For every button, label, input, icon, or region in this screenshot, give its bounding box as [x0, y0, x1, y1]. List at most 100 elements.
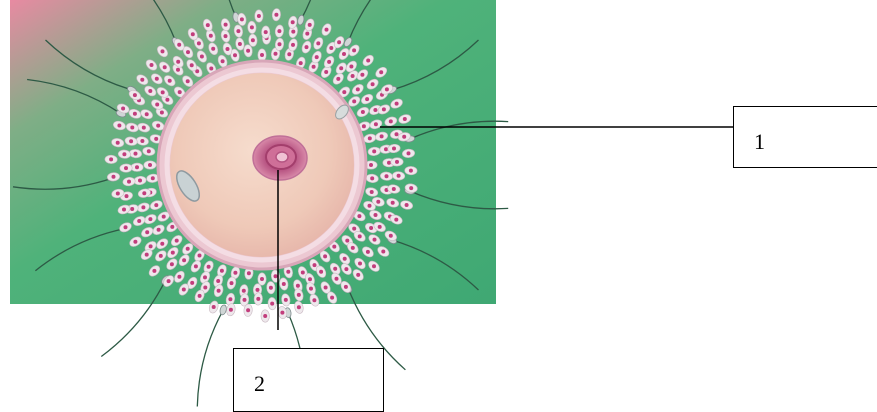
- follicle-cell-nucleus: [242, 289, 246, 293]
- follicle-cell-nucleus: [117, 124, 121, 128]
- follicle-cell-nucleus: [366, 250, 370, 254]
- follicle-cell-nucleus: [116, 141, 120, 145]
- follicle-cell-nucleus: [372, 149, 376, 153]
- follicle-cell-nucleus: [238, 42, 242, 46]
- label-2-text: 2: [254, 371, 265, 397]
- follicle-cell-nucleus: [256, 288, 260, 292]
- follicle-cell-nucleus: [358, 234, 362, 238]
- follicle-cell-nucleus: [226, 47, 230, 51]
- sperm-head: [219, 304, 227, 315]
- follicle-cell-nucleus: [133, 112, 137, 116]
- follicle-cell-nucleus: [148, 217, 152, 221]
- follicle-cell-nucleus: [159, 254, 163, 258]
- follicle-cell-nucleus: [356, 87, 360, 91]
- follicle-cell-nucleus: [246, 308, 250, 312]
- follicle-cell-nucleus: [403, 117, 407, 121]
- follicle-cell-nucleus: [344, 267, 348, 271]
- follicle-cell-nucleus: [315, 55, 319, 59]
- follicle-cell-nucleus: [165, 98, 169, 102]
- follicle-cell-nucleus: [382, 107, 386, 111]
- follicle-cell-nucleus: [282, 282, 286, 286]
- follicle-cell-nucleus: [352, 227, 356, 231]
- follicle-cell-nucleus: [372, 264, 376, 268]
- follicle-cell-nucleus: [247, 271, 251, 275]
- follicle-cell-nucleus: [137, 219, 141, 223]
- follicle-cell-nucleus: [374, 213, 378, 217]
- follicle-cell-nucleus: [313, 263, 317, 267]
- follicle-cell-nucleus: [270, 302, 274, 306]
- follicle-cell-nucleus: [305, 32, 309, 36]
- follicle-cell-nucleus: [122, 208, 126, 212]
- follicle-cell-nucleus: [186, 247, 190, 251]
- follicle-cell-nucleus: [374, 122, 378, 126]
- follicle-cell-nucleus: [135, 165, 139, 169]
- follicle-cell-nucleus: [280, 311, 284, 315]
- follicle-cell-nucleus: [349, 65, 353, 69]
- follicle-cell-nucleus: [152, 269, 156, 273]
- follicle-cell-nucleus: [162, 215, 166, 219]
- follicle-cell-nucleus: [333, 267, 337, 271]
- follicle-cell-nucleus: [190, 281, 194, 285]
- follicle-cell-nucleus: [155, 77, 159, 81]
- follicle-cell-nucleus: [409, 186, 413, 190]
- follicle-cell-nucleus: [142, 126, 146, 130]
- follicle-cell-nucleus: [358, 262, 362, 266]
- follicle-cell-nucleus: [339, 66, 343, 70]
- follicle-cell-nucleus: [154, 137, 158, 141]
- follicle-cell-nucleus: [251, 38, 255, 42]
- follicle-cell-nucleus: [161, 49, 165, 53]
- follicle-cell-nucleus: [264, 30, 268, 34]
- follicle-cell-nucleus: [369, 163, 373, 167]
- follicle-cell-nucleus: [150, 63, 154, 67]
- follicle-cell-nucleus: [291, 30, 295, 34]
- follicle-cell-nucleus: [175, 239, 179, 243]
- follicle-cell-nucleus: [392, 187, 396, 191]
- follicle-cell-nucleus: [284, 298, 288, 302]
- follicle-cell-nucleus: [305, 45, 309, 49]
- follicle-cell-nucleus: [379, 70, 383, 74]
- follicle-cell-nucleus: [274, 52, 278, 56]
- follicle-cell-nucleus: [352, 99, 356, 103]
- follicle-cell-nucleus: [140, 78, 144, 82]
- follicle-cell-nucleus: [127, 180, 131, 184]
- follicle-cell-nucleus: [371, 82, 375, 86]
- label-box-2: 2: [233, 348, 384, 412]
- follicle-cell-nucleus: [178, 90, 182, 94]
- follicle-cell-nucleus: [163, 65, 167, 69]
- follicle-cell-nucleus: [357, 214, 361, 218]
- follicle-cell-nucleus: [130, 207, 134, 211]
- follicle-cell-nucleus: [155, 103, 159, 107]
- sperm-tail: [197, 310, 223, 407]
- follicle-cell-nucleus: [161, 90, 165, 94]
- follicle-cell-nucleus: [389, 234, 393, 238]
- follicle-cell-nucleus: [156, 124, 160, 128]
- follicle-cell-nucleus: [365, 97, 369, 101]
- follicle-cell-nucleus: [148, 163, 152, 167]
- follicle-cell-nucleus: [177, 43, 181, 47]
- follicle-cell-nucleus: [233, 271, 237, 275]
- follicle-cell-nucleus: [308, 23, 312, 27]
- follicle-cell-nucleus: [154, 203, 158, 207]
- follicle-cell-nucleus: [148, 89, 152, 93]
- follicle-cell-nucleus: [385, 87, 389, 91]
- follicle-cell-nucleus: [351, 74, 355, 78]
- follicle-cell-nucleus: [291, 20, 295, 24]
- follicle-cell-nucleus: [236, 29, 240, 33]
- follicle-cell-nucleus: [368, 204, 372, 208]
- follicle-cell-nucleus: [160, 111, 164, 115]
- follicle-cell-nucleus: [409, 169, 413, 173]
- follicle-cell-nucleus: [198, 294, 202, 298]
- follicle-cell-nucleus: [167, 279, 171, 283]
- follicle-cell-nucleus: [230, 281, 234, 285]
- follicle-cell-nucleus: [370, 190, 374, 194]
- follicle-cell-nucleus: [141, 205, 145, 209]
- follicle-cell-nucleus: [176, 60, 180, 64]
- follicle-cell-nucleus: [145, 253, 149, 257]
- follicle-cell-nucleus: [250, 25, 254, 29]
- follicle-cell-nucleus: [299, 61, 303, 65]
- follicle-cell-nucleus: [197, 41, 201, 45]
- follicle-cell-nucleus: [112, 175, 116, 179]
- follicle-cell-nucleus: [395, 102, 399, 106]
- follicle-cell-nucleus: [198, 254, 202, 258]
